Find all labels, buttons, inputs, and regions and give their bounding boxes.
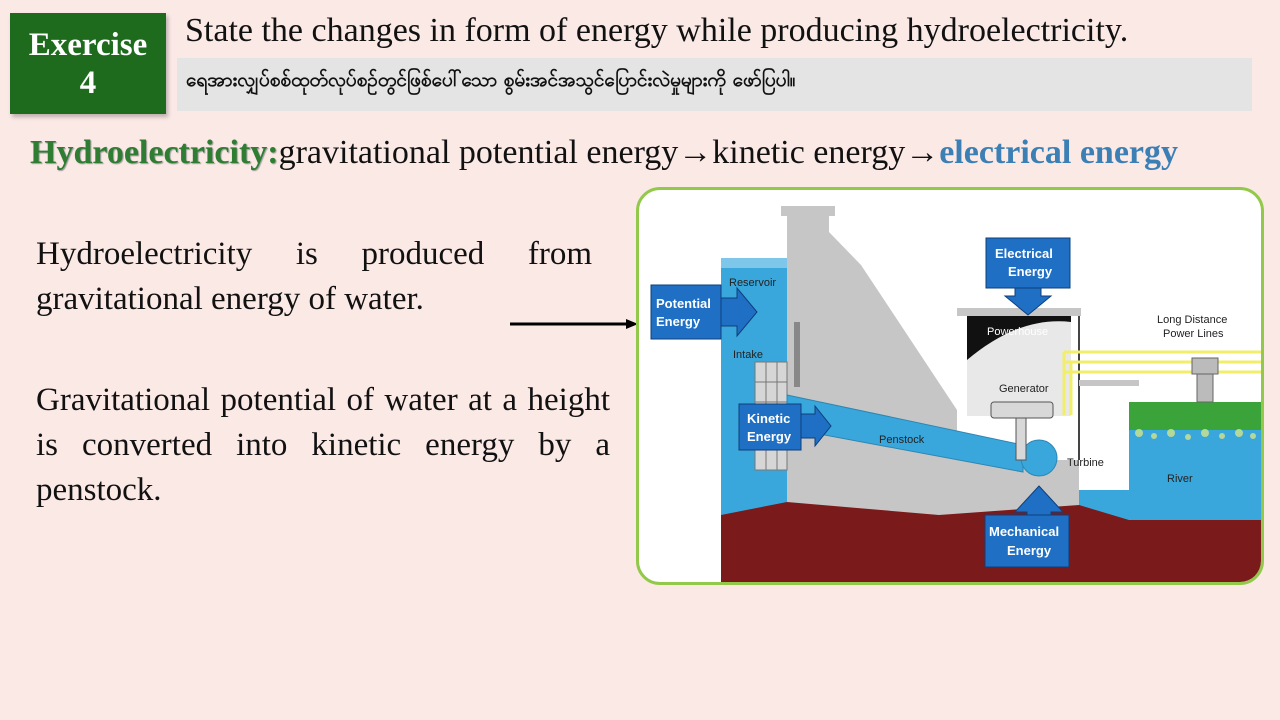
grass-bank (1129, 402, 1261, 430)
label-powerhouse: Powerhouse (987, 326, 1048, 338)
electrical-line-1: Electrical (995, 246, 1053, 261)
label-intake: Intake (733, 349, 763, 361)
energy-chain: Hydroelectricity:gravitational potential… (30, 134, 1178, 172)
paragraph-penstock: Gravitational potential of water at a he… (36, 382, 610, 508)
powerhouse-ledge (1079, 380, 1139, 386)
diagram-canvas: Reservoir Intake Penstock Powerhouse Gen… (650, 206, 1261, 582)
label-power-lines-2: Power Lines (1163, 328, 1224, 340)
mechanical-energy-box: Mechanical Energy (984, 485, 1070, 568)
label-power-lines-1: Long Distance (1157, 314, 1227, 326)
label-turbine: Turbine (1067, 457, 1104, 469)
label-penstock: Penstock (879, 434, 925, 446)
exercise-label: Exercise (28, 26, 148, 63)
label-river: River (1167, 473, 1193, 485)
question-myanmar: ရေအားလျှပ်စစ်ထုတ်လုပ်စဉ်တွင်ဖြစ်ပေါ်သော … (186, 69, 796, 91)
gate-rod (794, 322, 800, 387)
power-lines (1062, 350, 1261, 415)
energy-boxes: Potential Energy Kinetic Energy Electric… (650, 237, 1071, 568)
chain-step-electrical: electrical energy (939, 134, 1178, 171)
chain-step-kinetic: kinetic energy (712, 134, 906, 171)
generator (990, 401, 1054, 419)
generator-shaft (1015, 417, 1027, 461)
mechanical-line-1: Mechanical (989, 524, 1059, 539)
question-myanmar-bar (177, 58, 1252, 111)
exercise-badge: Exercise 4 (10, 13, 166, 114)
potential-line-1: Potential (656, 296, 711, 311)
potential-energy-box: Potential Energy (650, 284, 758, 340)
mechanical-line-2: Energy (1007, 543, 1052, 558)
electrical-line-2: Energy (1008, 264, 1053, 279)
powerhouse-light (967, 321, 1071, 416)
river-water (1129, 425, 1261, 530)
diagram-labels: Reservoir Intake Penstock Powerhouse Gen… (729, 277, 1227, 485)
kinetic-line-2: Energy (747, 429, 792, 444)
transmission-tower-icon (1191, 357, 1219, 403)
hydroelectric-diagram: Reservoir Intake Penstock Powerhouse Gen… (636, 187, 1264, 585)
powerhouse-roof (957, 308, 1081, 316)
exercise-number: 4 (79, 64, 97, 101)
chain-step-potential: gravitational potential energy (278, 134, 679, 171)
dam-crest (781, 206, 835, 216)
kinetic-line-1: Kinetic (747, 411, 790, 426)
chain-arrow-1: → (678, 134, 713, 171)
pointer-arrow-icon (510, 319, 638, 329)
question-english: State the changes in form of energy whil… (185, 12, 1129, 49)
label-reservoir: Reservoir (729, 277, 776, 289)
electrical-energy-box: Electrical Energy (985, 237, 1071, 316)
reservoir-surface (721, 258, 796, 268)
paragraph-hydroelectricity: Hydroelectricity is produced from gravit… (36, 236, 592, 317)
dam-body (787, 212, 1079, 525)
chain-term: Hydroelectricity: (30, 134, 279, 171)
label-generator: Generator (999, 383, 1049, 395)
grass-pebbles (1135, 429, 1256, 440)
kinetic-energy-box: Kinetic Energy (738, 403, 832, 451)
potential-line-2: Energy (656, 314, 701, 329)
chain-arrow-2: → (905, 134, 940, 171)
